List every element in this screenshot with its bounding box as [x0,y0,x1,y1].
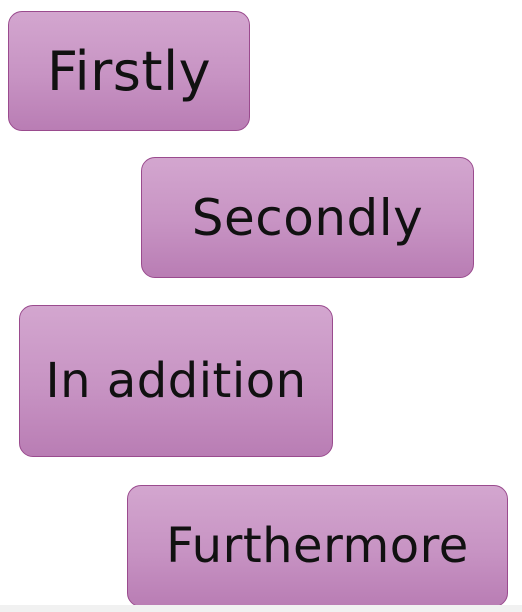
card-label: In addition [45,353,307,409]
bottom-strip [0,605,522,612]
card-label: Secondly [191,188,424,247]
card-label: Furthermore [166,518,469,574]
secondly-card: Secondly [141,157,474,278]
furthermore-card: Furthermore [127,485,508,607]
card-label: Firstly [46,39,212,103]
firstly-card: Firstly [8,11,250,131]
in-addition-card: In addition [19,305,333,457]
